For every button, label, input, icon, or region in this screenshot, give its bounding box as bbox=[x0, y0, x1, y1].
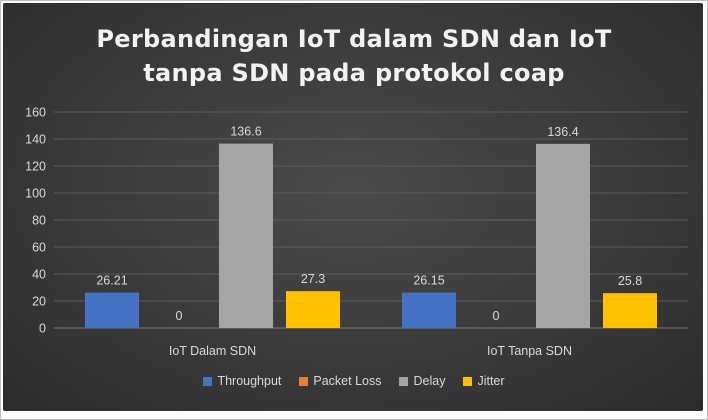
x-category-label: IoT Tanpa SDN bbox=[487, 344, 572, 358]
y-tick-label: 20 bbox=[32, 295, 46, 309]
y-tick-label: 60 bbox=[32, 241, 46, 255]
legend-item: Delay bbox=[399, 374, 445, 388]
data-label: 26.15 bbox=[413, 274, 444, 288]
data-label: 27.3 bbox=[301, 272, 325, 286]
chart-legend: Throughput Packet Loss Delay Jitter bbox=[0, 374, 708, 388]
data-label: 0 bbox=[493, 309, 500, 323]
bar-throughput bbox=[402, 292, 456, 328]
data-label: 136.6 bbox=[230, 125, 261, 139]
y-tick-label: 100 bbox=[25, 187, 46, 201]
bar-jitter bbox=[286, 291, 340, 328]
y-tick-label: 140 bbox=[25, 133, 46, 147]
chart-title-line-1: Perbandingan IoT dalam SDN dan IoT bbox=[96, 25, 612, 53]
legend-label: Packet Loss bbox=[313, 374, 382, 388]
legend-swatch bbox=[463, 376, 473, 386]
chart-title: Perbandingan IoT dalam SDN dan IoT tanpa… bbox=[0, 22, 708, 90]
legend-label: Delay bbox=[413, 374, 446, 388]
y-tick-label: 0 bbox=[39, 322, 46, 336]
legend-item: Throughput bbox=[203, 374, 281, 388]
data-label: 25.8 bbox=[618, 274, 642, 288]
bar-delay bbox=[536, 143, 590, 328]
legend-label: Throughput bbox=[217, 374, 282, 388]
legend-item: Jitter bbox=[463, 374, 505, 388]
bar-delay bbox=[219, 143, 273, 328]
y-tick-label: 120 bbox=[25, 160, 46, 174]
data-label: 136.4 bbox=[547, 125, 578, 139]
legend-swatch bbox=[299, 376, 309, 386]
x-category-label: IoT Dalam SDN bbox=[169, 344, 256, 358]
data-label: 0 bbox=[176, 309, 183, 323]
legend-label: Jitter bbox=[477, 374, 505, 388]
y-tick-label: 160 bbox=[25, 106, 46, 120]
legend-swatch bbox=[203, 376, 213, 386]
y-tick-label: 80 bbox=[32, 214, 46, 228]
chart-title-line-2: tanpa SDN pada protokol coap bbox=[143, 59, 565, 87]
bar-jitter bbox=[603, 293, 657, 328]
legend-item: Packet Loss bbox=[299, 374, 381, 388]
bar-throughput bbox=[85, 292, 139, 328]
y-tick-label: 40 bbox=[32, 268, 46, 282]
data-label: 26.21 bbox=[96, 274, 127, 288]
legend-swatch bbox=[399, 376, 409, 386]
